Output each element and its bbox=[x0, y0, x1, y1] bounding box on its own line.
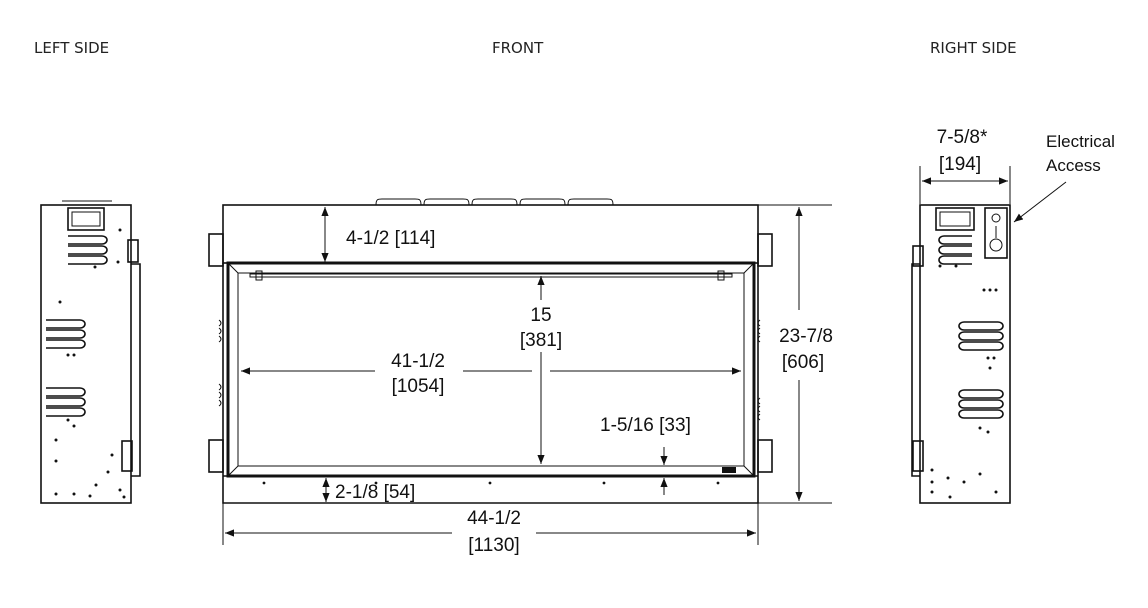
opening-height-label-1: 15 bbox=[530, 305, 551, 326]
total-width-label-2: [1130] bbox=[468, 535, 519, 556]
right-side-view bbox=[911, 204, 1011, 504]
right-louvres-mid bbox=[958, 321, 1004, 351]
trim-label: 1-5/16 [33] bbox=[600, 415, 691, 436]
left-louvres-low bbox=[46, 387, 86, 417]
left-louvres-top bbox=[68, 235, 108, 265]
opening-height-label-2: [381] bbox=[520, 330, 562, 351]
opening-width-label-1: 41-1/2 bbox=[391, 351, 445, 372]
total-height-label-1: 23-7/8 bbox=[779, 326, 833, 347]
opening-width-label-2: [1054] bbox=[392, 376, 445, 397]
front-label: FRONT bbox=[492, 39, 544, 57]
electrical-access-label-2: Access bbox=[1046, 156, 1101, 175]
electrical-access-arrow bbox=[1013, 181, 1067, 223]
right-louvres-low bbox=[958, 389, 1004, 419]
depth-label-1: 7-5/8* bbox=[937, 127, 988, 148]
left-louvres-mid bbox=[46, 319, 86, 349]
right-dimensions: 7-5/8* [194] Electrical Access bbox=[919, 127, 1115, 223]
electrical-access-label-1: Electrical bbox=[1046, 132, 1115, 151]
depth-label-2: [194] bbox=[939, 154, 981, 175]
left-side-view bbox=[40, 200, 141, 504]
left-side-label: LEFT SIDE bbox=[34, 39, 109, 57]
front-dimensions: 4-1/2 [114] 15 [381] 41-1/2 [1054] 1-5/1… bbox=[222, 204, 833, 556]
total-height-label-2: [606] bbox=[782, 352, 824, 373]
right-louvres-top bbox=[938, 235, 972, 265]
base-height-label: 2-1/8 [54] bbox=[335, 482, 415, 503]
header-height-label: 4-1/2 [114] bbox=[346, 228, 435, 249]
total-width-label-1: 44-1/2 bbox=[467, 508, 521, 529]
right-side-label: RIGHT SIDE bbox=[930, 39, 1017, 57]
front-view bbox=[208, 198, 773, 504]
